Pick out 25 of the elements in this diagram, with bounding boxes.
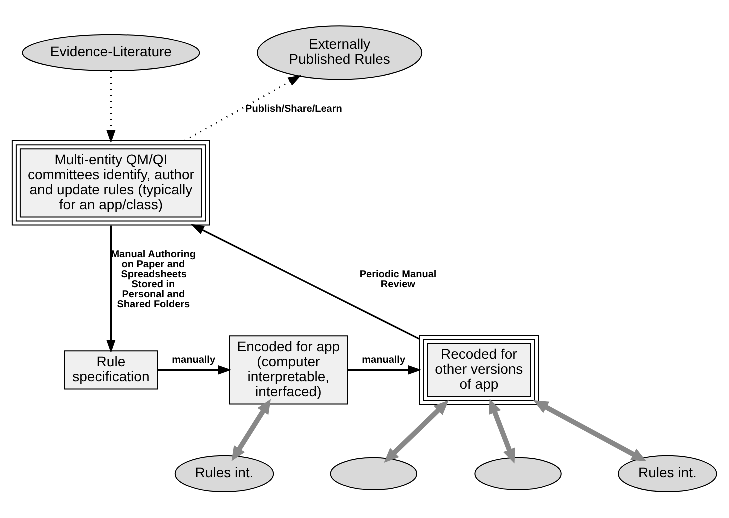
edge-label: manually (362, 355, 406, 366)
node-box: Recoded for other versions of app (419, 335, 540, 406)
node-ellipse (474, 457, 562, 490)
node-ellipse: Evidence-Literature (22, 34, 200, 72)
arrow (384, 400, 449, 463)
arrow (106, 226, 116, 354)
edge-label: Manual Authoring on Paper and Spreadsheets Stored in Personal and Shared Folders (111, 249, 196, 310)
arrow (534, 400, 647, 462)
arrow (191, 224, 420, 340)
arrow (348, 366, 422, 375)
arrow (158, 366, 232, 375)
arrow (106, 71, 116, 144)
arrow (232, 399, 271, 462)
node-box: Encoded for app (computer interpretable, interfaced) (229, 336, 348, 405)
node-box: Multi-entity QM/QI committees identify, author and update rules (typically for an app/class) (12, 140, 210, 226)
arrow (184, 75, 302, 142)
node-ellipse: Externally Published Rules (257, 26, 423, 80)
node-ellipse: Rules int. (174, 455, 274, 492)
node-ellipse (330, 457, 418, 490)
node-ellipse: Rules int. (618, 455, 718, 492)
node-box: Rule specification (64, 350, 158, 390)
arrow (489, 398, 516, 464)
edge-label: manually (172, 355, 216, 366)
edge-label: Publish/Share/Learn (246, 104, 342, 115)
edge-label: Periodic Manual Review (360, 269, 437, 290)
